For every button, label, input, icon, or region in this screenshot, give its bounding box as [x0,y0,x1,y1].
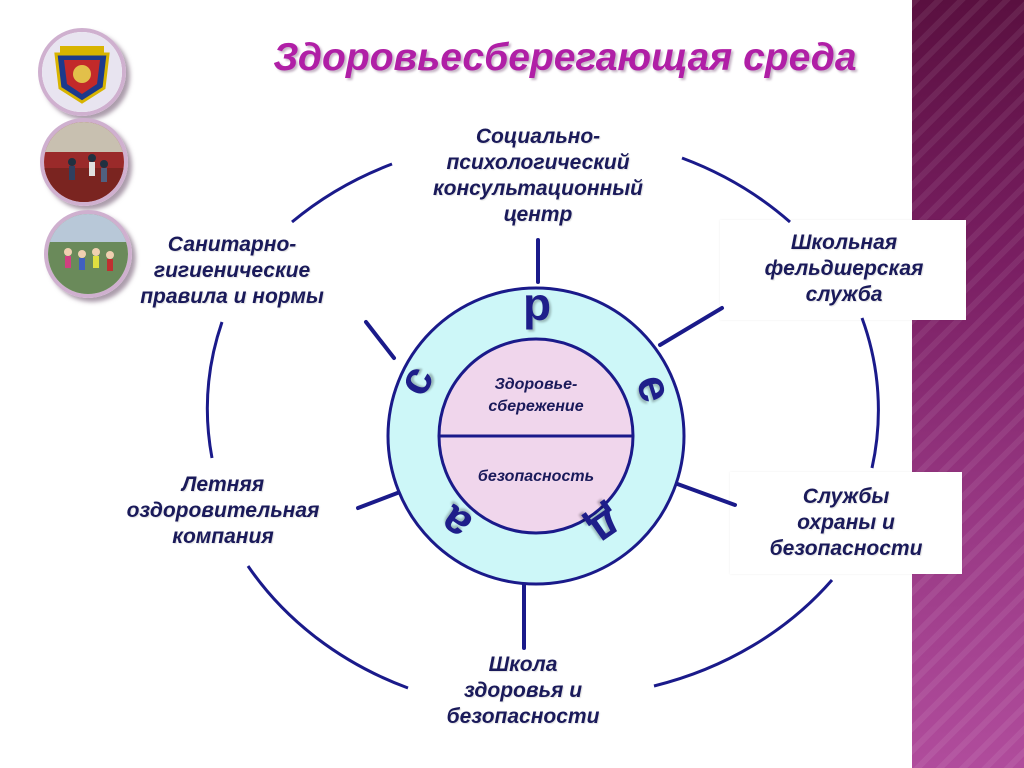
node-top-line-3: консультационный [433,177,643,200]
center-top-text: Здоровье- сбережение [460,374,612,418]
outer-arc-left [205,321,224,459]
center-bottom-text: безопасность [477,468,595,485]
gym-photo-thumbnail [40,118,128,206]
outer-arc-top-left [291,162,393,224]
ring-letter-r: р [522,278,552,330]
spoke-left-upper [364,320,396,360]
node-top-line-4: центр [503,203,573,226]
label-box-right-bottom [730,472,962,574]
spoke-left-lower [356,490,402,510]
node-left-lower-line-2: оздоровительная [126,499,320,522]
node-top-line-1: Социально- [475,125,601,148]
label-box-right-top [720,220,966,320]
children-photo-thumbnail [44,210,132,298]
node-left-lower-line-3: компания [172,525,274,548]
node-left-upper-line-1: Санитарно- [167,233,297,256]
node-bottom-label: Школа здоровья и безопасности [412,652,634,730]
center-top-line-1: Здоровье- [494,376,578,393]
school-emblem-thumbnail [38,28,126,116]
outer-arc-right [860,317,880,469]
node-bottom-line-1: Школа [488,653,558,676]
node-left-upper-line-3: правила и нормы [140,285,324,308]
node-top-right-label: Школьная фельдшерская служба [724,230,964,308]
node-top-right-line-1: Школьная [790,231,898,254]
node-bottom-right-line-2: охраны и [797,511,895,534]
node-top-label: Социально- психологический консультацион… [390,124,686,228]
decorative-side-band [912,0,1024,768]
outer-circle [205,156,880,690]
node-bottom-right-line-3: безопасности [769,537,923,560]
outer-arc-top-right [681,156,791,224]
node-top-line-2: психологический [446,151,630,174]
node-left-upper-label: Санитарно- гигиенические правила и нормы [112,232,352,310]
node-left-lower-line-1: Летняя [181,473,265,496]
outer-arc-bottom-right [653,579,834,688]
outer-arc-bottom-left [246,565,409,690]
node-bottom-line-3: безопасности [446,705,600,728]
spoke-top-right [658,306,724,347]
node-top-right-line-2: фельдшерская [764,257,924,280]
page-title: Здоровьесберегающая среда [273,36,857,79]
node-top-right-line-3: служба [805,283,883,306]
node-bottom-right-line-1: Службы [802,485,890,508]
spoke-bottom-right [670,480,737,507]
node-bottom-right-label: Службы охраны и безопасности [730,484,962,562]
center-top-line-2: сбережение [488,398,584,415]
spokes [356,238,737,650]
node-left-lower-label: Летняя оздоровительная компания [100,472,346,550]
node-left-upper-line-2: гигиенические [153,259,311,282]
node-bottom-line-2: здоровья и [463,679,583,702]
